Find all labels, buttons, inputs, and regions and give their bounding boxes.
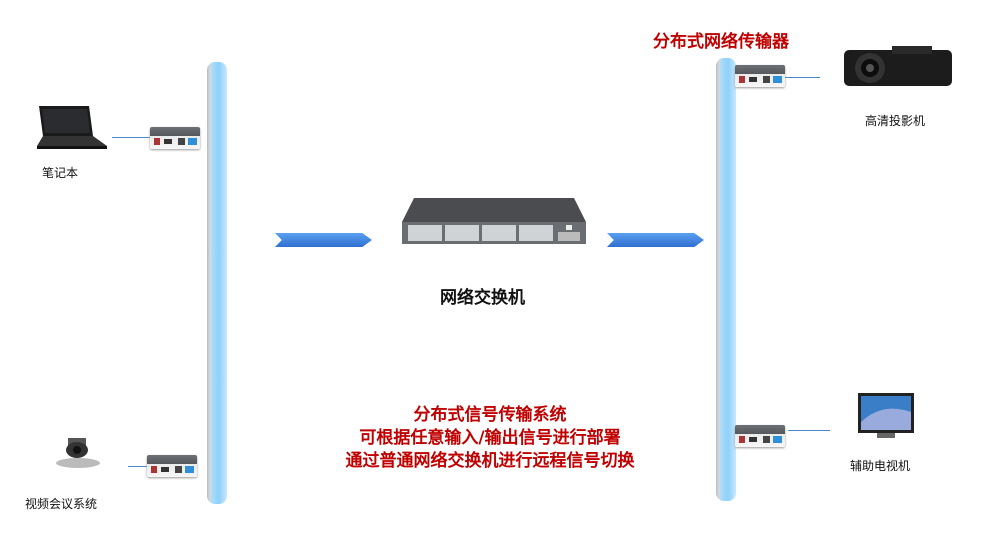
tv-icon bbox=[858, 393, 914, 438]
description-line-3: 通过普通网络交换机进行远程信号切换 bbox=[345, 451, 635, 471]
arrow-switch-to-right bbox=[607, 233, 704, 247]
description-line-1: 分布式信号传输系统 bbox=[413, 405, 567, 425]
right-transmission-bar bbox=[716, 58, 736, 501]
projector-connection-line bbox=[785, 77, 820, 78]
arrow-left-to-switch bbox=[275, 233, 372, 247]
extender-projector bbox=[735, 65, 785, 87]
title: 分布式网络传输器 bbox=[653, 32, 789, 52]
camera-icon bbox=[56, 438, 100, 468]
camera-label: 视频会议系统 bbox=[25, 497, 98, 511]
camera-connection-line bbox=[128, 466, 147, 467]
network-switch-icon bbox=[402, 198, 586, 244]
left-transmission-bar bbox=[207, 62, 227, 504]
tv-connection-line bbox=[788, 430, 830, 431]
laptop-label: 笔记本 bbox=[42, 166, 79, 180]
laptop-icon bbox=[37, 106, 107, 149]
system-description: 分布式信号传输系统 可根据任意输入/输出信号进行部署 通过普通网络交换机进行远程… bbox=[290, 404, 690, 473]
extender-laptop bbox=[150, 127, 200, 149]
projector-label: 高清投影机 bbox=[865, 114, 926, 128]
projector-icon bbox=[844, 46, 952, 86]
tv-label: 辅助电视机 bbox=[850, 459, 911, 473]
extender-tv bbox=[735, 425, 785, 447]
laptop-connection-line bbox=[112, 137, 150, 138]
switch-label: 网络交换机 bbox=[440, 288, 525, 308]
extender-camera bbox=[147, 455, 197, 477]
description-line-2: 可根据任意输入/输出信号进行部署 bbox=[359, 428, 621, 448]
